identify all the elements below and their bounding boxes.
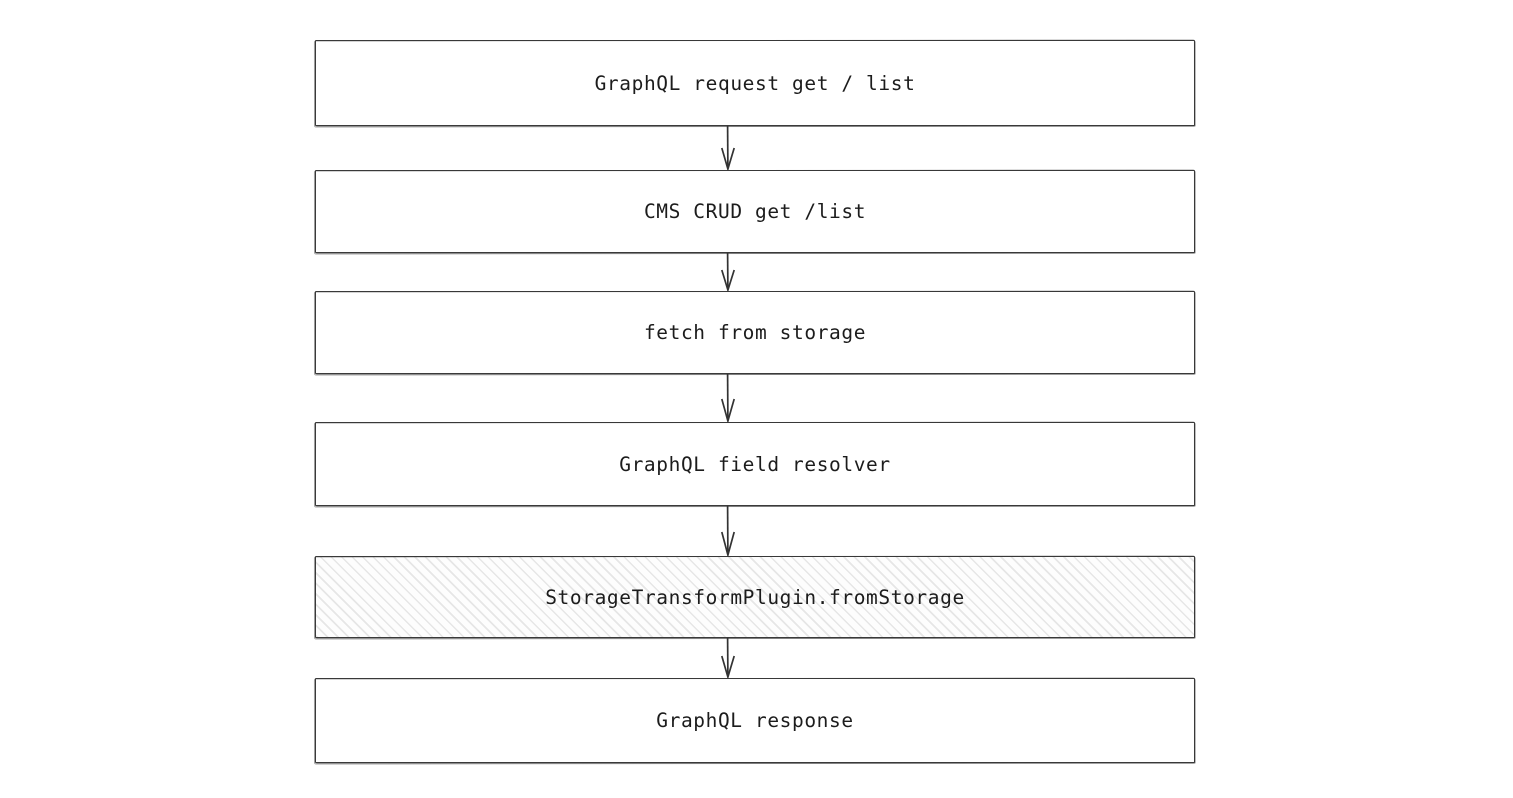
node-label: fetch from storage xyxy=(643,321,867,344)
node-storage-transform-plugin[interactable]: StorageTransformPlugin.fromStorage xyxy=(315,556,1195,638)
arrow-plugin-to-response xyxy=(720,637,736,681)
node-label: GraphQL response xyxy=(656,709,854,732)
node-label: GraphQL field resolver xyxy=(619,452,891,476)
node-label: CMS CRUD get /list xyxy=(643,200,867,223)
node-graphql-field-resolver[interactable]: GraphQL field resolver xyxy=(315,422,1195,506)
arrow-resolver-to-plugin xyxy=(720,505,736,559)
node-graphql-request[interactable]: GraphQL request get / list xyxy=(315,40,1195,126)
arrow-crud-to-fetch xyxy=(720,252,736,293)
node-graphql-response[interactable]: GraphQL response xyxy=(315,678,1195,763)
node-fetch-from-storage[interactable]: fetch from storage xyxy=(315,291,1195,374)
node-label: StorageTransformPlugin.fromStorage xyxy=(545,585,965,609)
arrow-fetch-to-resolver xyxy=(720,373,736,425)
node-label: GraphQL request get / list xyxy=(594,71,916,95)
node-cms-crud[interactable]: CMS CRUD get /list xyxy=(315,170,1195,253)
arrow-request-to-crud xyxy=(720,125,736,173)
